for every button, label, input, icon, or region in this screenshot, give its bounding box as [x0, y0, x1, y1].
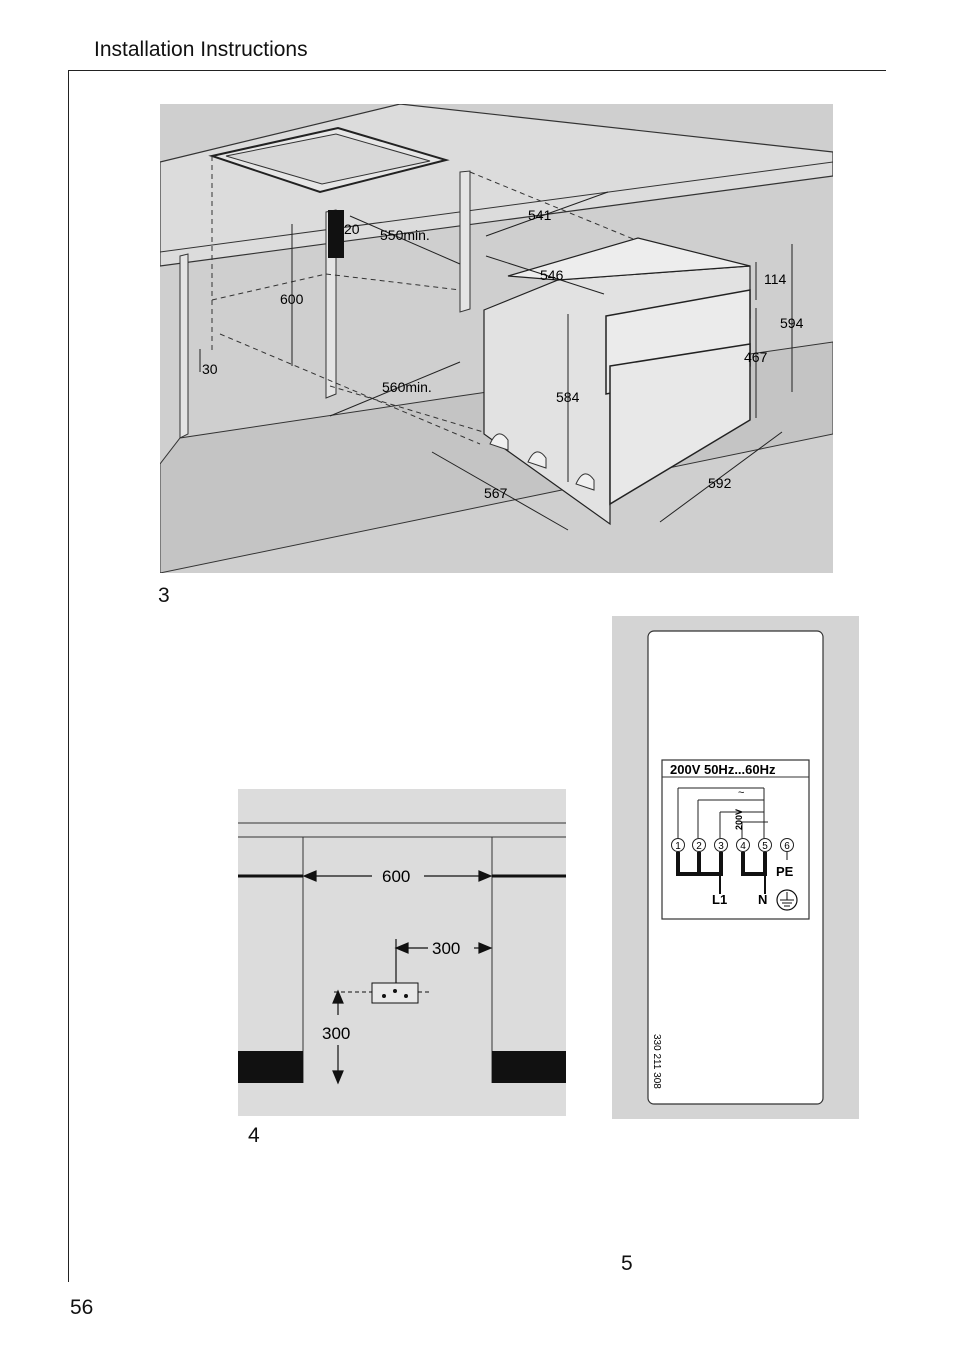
dim-300-height: 300	[322, 1024, 350, 1043]
voltage-title: 200V 50Hz...60Hz	[670, 762, 776, 777]
page-number: 56	[70, 1296, 94, 1319]
terminal-6: 6	[784, 841, 790, 852]
figure-5-label: 5	[621, 1252, 633, 1275]
dim-30: 30	[202, 361, 218, 377]
dim-114: 114	[764, 271, 787, 287]
dim-300-offset: 300	[432, 939, 460, 958]
dim-594: 594	[780, 315, 804, 331]
figure-3-oven-installation-diagram: 541 20 550min. 546 114 600 594 467 30 56…	[160, 104, 833, 573]
figure-5-rating-plate-diagram: 200V 50Hz...60Hz ~ 200V 1 2 3 4 5 6 PE L…	[612, 616, 859, 1119]
dim-592: 592	[708, 475, 732, 491]
l1-label: L1	[712, 892, 727, 907]
header-rule	[68, 70, 886, 71]
dim-546: 546	[540, 267, 564, 283]
dim-600: 600	[280, 291, 304, 307]
dim-584: 584	[556, 389, 580, 405]
wiring-voltage: 200V	[734, 809, 744, 830]
terminal-5: 5	[762, 841, 768, 852]
dim-541: 541	[528, 207, 552, 223]
dim-560-min: 560min.	[382, 379, 432, 395]
page-header-title: Installation Instructions	[94, 38, 308, 61]
terminal-2: 2	[696, 841, 702, 852]
wiring-tilde: ~	[738, 787, 744, 799]
n-label: N	[758, 892, 767, 907]
dim-467: 467	[744, 349, 768, 365]
dim-567: 567	[484, 485, 508, 501]
pe-label: PE	[776, 864, 794, 879]
dim-550-min: 550min.	[380, 227, 430, 243]
terminal-4: 4	[740, 841, 746, 852]
figure-3-label: 3	[158, 584, 170, 607]
earth-symbol-icon	[776, 889, 798, 911]
terminal-3: 3	[718, 841, 724, 852]
figure-4-label: 4	[248, 1124, 260, 1147]
dim-20: 20	[344, 221, 360, 237]
dim-600-width: 600	[382, 867, 410, 886]
terminal-1: 1	[675, 841, 681, 852]
margin-rule	[68, 70, 69, 1282]
figure-4-socket-position-diagram: 600 300 300	[238, 789, 566, 1116]
part-number: 330 211 308	[651, 1034, 662, 1089]
